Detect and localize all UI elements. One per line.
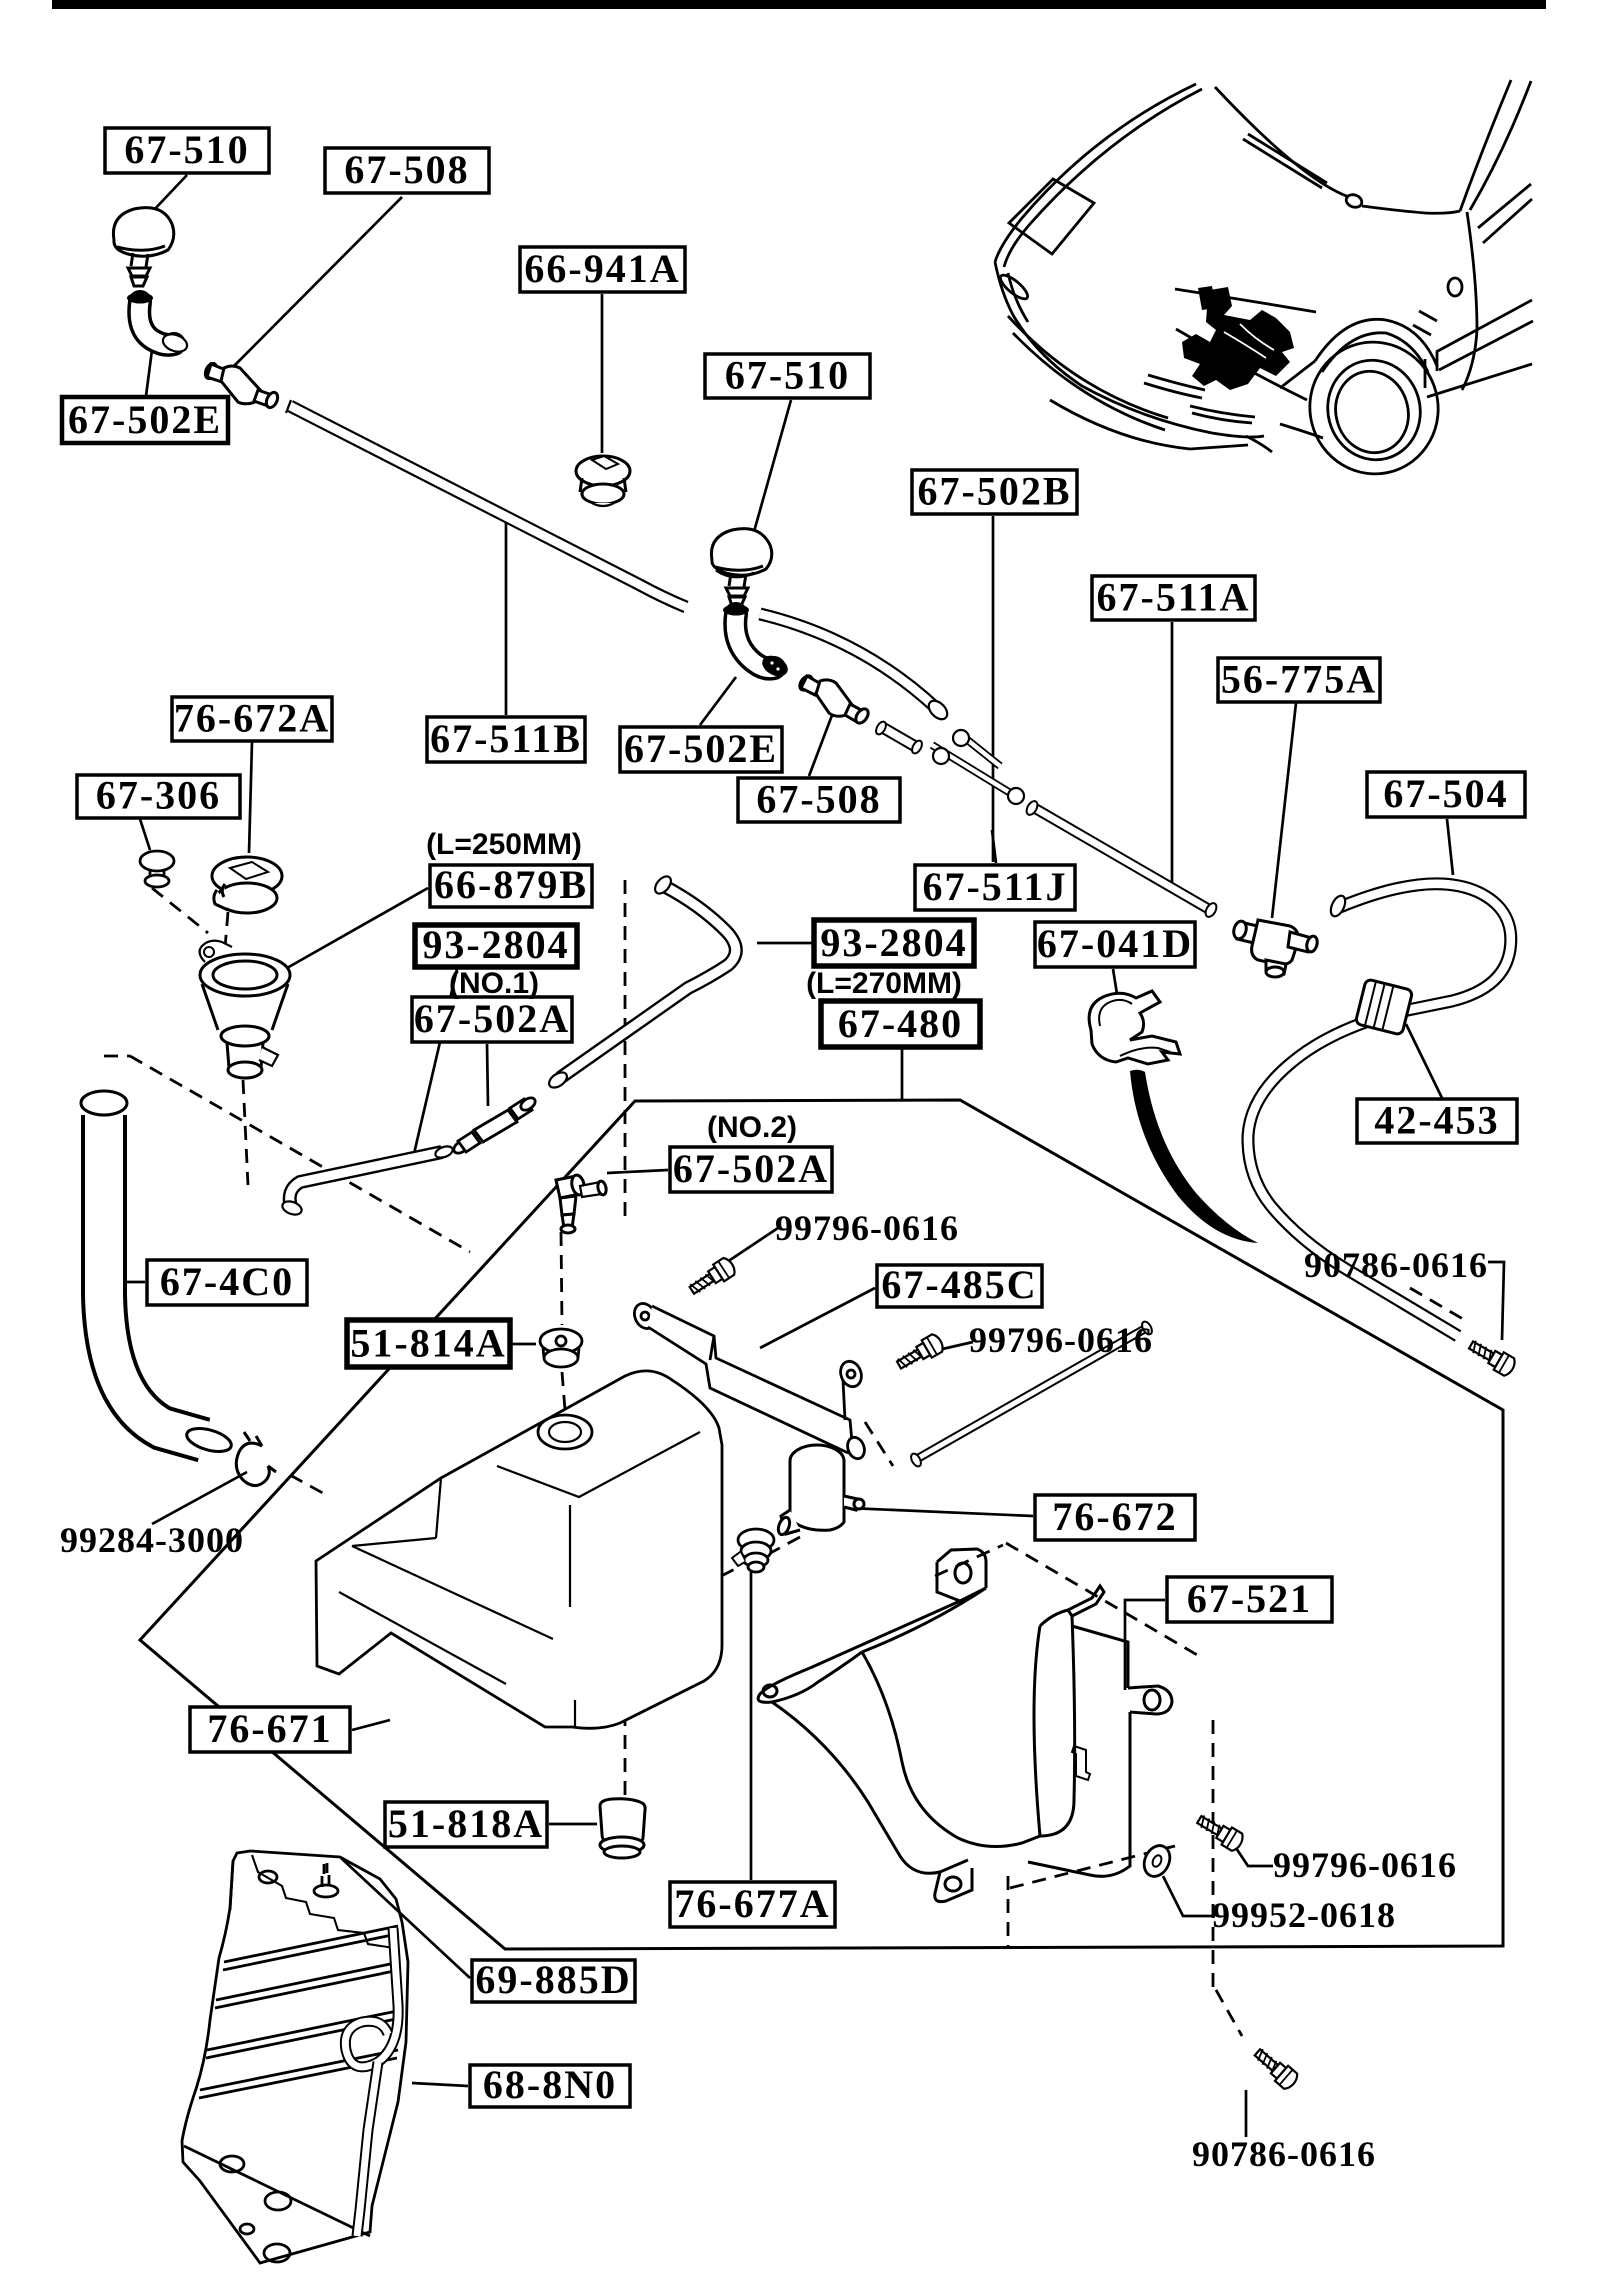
svg-text:67-502A: 67-502A [414, 996, 570, 1041]
svg-text:99796-0616: 99796-0616 [969, 1320, 1153, 1360]
svg-text:67-502B: 67-502B [918, 468, 1072, 513]
svg-text:99796-0616: 99796-0616 [1273, 1845, 1457, 1885]
svg-text:67-4C0: 67-4C0 [160, 1259, 294, 1304]
svg-text:(NO.1): (NO.1) [449, 967, 539, 1000]
svg-text:76-672A: 76-672A [174, 695, 330, 740]
svg-text:93-2804: 93-2804 [422, 922, 569, 967]
svg-text:69-885D: 69-885D [475, 1957, 631, 2002]
svg-text:67-502E: 67-502E [68, 397, 222, 442]
svg-text:(NO.2): (NO.2) [707, 1111, 797, 1144]
svg-text:67-306: 67-306 [96, 773, 221, 818]
svg-text:56-775A: 56-775A [1221, 656, 1377, 701]
svg-text:(L=250MM): (L=250MM) [426, 828, 582, 861]
svg-text:66-879B: 66-879B [434, 862, 588, 907]
svg-text:99796-0616: 99796-0616 [775, 1208, 959, 1248]
svg-text:66-941A: 66-941A [524, 246, 680, 291]
svg-text:67-480: 67-480 [838, 1001, 963, 1046]
svg-text:67-511A: 67-511A [1097, 574, 1251, 619]
svg-text:93-2804: 93-2804 [820, 920, 967, 965]
svg-text:76-677A: 76-677A [674, 1881, 830, 1926]
svg-text:67-511J: 67-511J [922, 864, 1067, 909]
svg-text:67-510: 67-510 [725, 352, 850, 397]
svg-text:67-521: 67-521 [1187, 1576, 1312, 1621]
svg-text:67-504: 67-504 [1383, 771, 1508, 816]
svg-text:67-502A: 67-502A [673, 1146, 829, 1191]
svg-text:67-510: 67-510 [124, 127, 249, 172]
svg-text:51-818A: 51-818A [388, 1801, 544, 1846]
svg-text:(L=270MM): (L=270MM) [806, 967, 962, 1000]
svg-text:76-672: 76-672 [1052, 1494, 1177, 1539]
svg-text:67-511B: 67-511B [430, 716, 582, 761]
svg-text:99952-0618: 99952-0618 [1212, 1895, 1396, 1935]
svg-text:67-508: 67-508 [756, 776, 881, 821]
svg-text:68-8N0: 68-8N0 [483, 2062, 617, 2107]
svg-text:67-502E: 67-502E [624, 726, 778, 771]
svg-text:67-041D: 67-041D [1037, 921, 1193, 966]
svg-text:51-814A: 51-814A [350, 1321, 506, 1366]
svg-text:67-508: 67-508 [344, 147, 469, 192]
svg-text:90786-0616: 90786-0616 [1304, 1245, 1488, 1285]
svg-text:42-453: 42-453 [1374, 1097, 1499, 1142]
svg-text:76-671: 76-671 [207, 1706, 332, 1751]
svg-text:90786-0616: 90786-0616 [1192, 2134, 1376, 2174]
svg-text:67-485C: 67-485C [881, 1262, 1037, 1307]
svg-text:99284-3000: 99284-3000 [60, 1520, 244, 1560]
